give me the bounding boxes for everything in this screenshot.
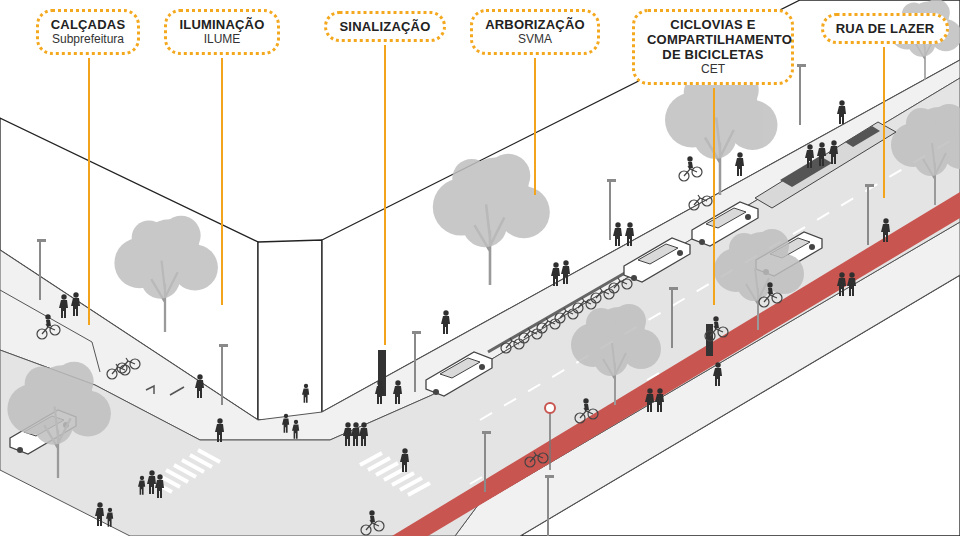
callout-subtitle: ILUME (179, 32, 264, 47)
callout-title: RUA DE LAZER (836, 21, 935, 36)
lampposts (37, 64, 874, 536)
signage (146, 324, 713, 470)
callout-box: CALÇADASSubprefeitura (36, 9, 141, 55)
leader-line (384, 45, 386, 345)
callout-title: CALÇADAS (51, 17, 126, 32)
leader-line (221, 58, 223, 305)
leader-line (534, 58, 536, 195)
callout-subtitle: Subprefeitura (51, 32, 126, 47)
leader-line (88, 58, 90, 325)
leader-line (713, 88, 715, 305)
callout-box: SINALIZAÇÃO (324, 11, 445, 42)
callout-box: CICLOVIAS E COMPARTILHAMENTO DE BICICLET… (632, 9, 794, 85)
cars (10, 202, 822, 454)
leader-line (883, 47, 885, 198)
trees (7, 0, 960, 478)
callout-box: ILUMINAÇÃOILUME (164, 9, 279, 55)
callout-title: SINALIZAÇÃO (339, 19, 430, 34)
sidewalks (0, 60, 960, 536)
people (37, 100, 890, 535)
callout-subtitle: SVMA (485, 32, 585, 47)
callout-title: ILUMINAÇÃO (179, 17, 264, 32)
callout-box: ARBORIZAÇÃOSVMA (470, 9, 600, 55)
callout-subtitle: CET (647, 62, 779, 77)
callout-title: ARBORIZAÇÃO (485, 17, 585, 32)
bike-station (107, 195, 712, 467)
callout-box: RUA DE LAZER (821, 13, 950, 44)
road (0, 78, 960, 536)
parklet (755, 122, 896, 208)
crosswalk (360, 453, 430, 495)
callout-title: CICLOVIAS E COMPARTILHAMENTO DE BICICLET… (647, 17, 779, 62)
